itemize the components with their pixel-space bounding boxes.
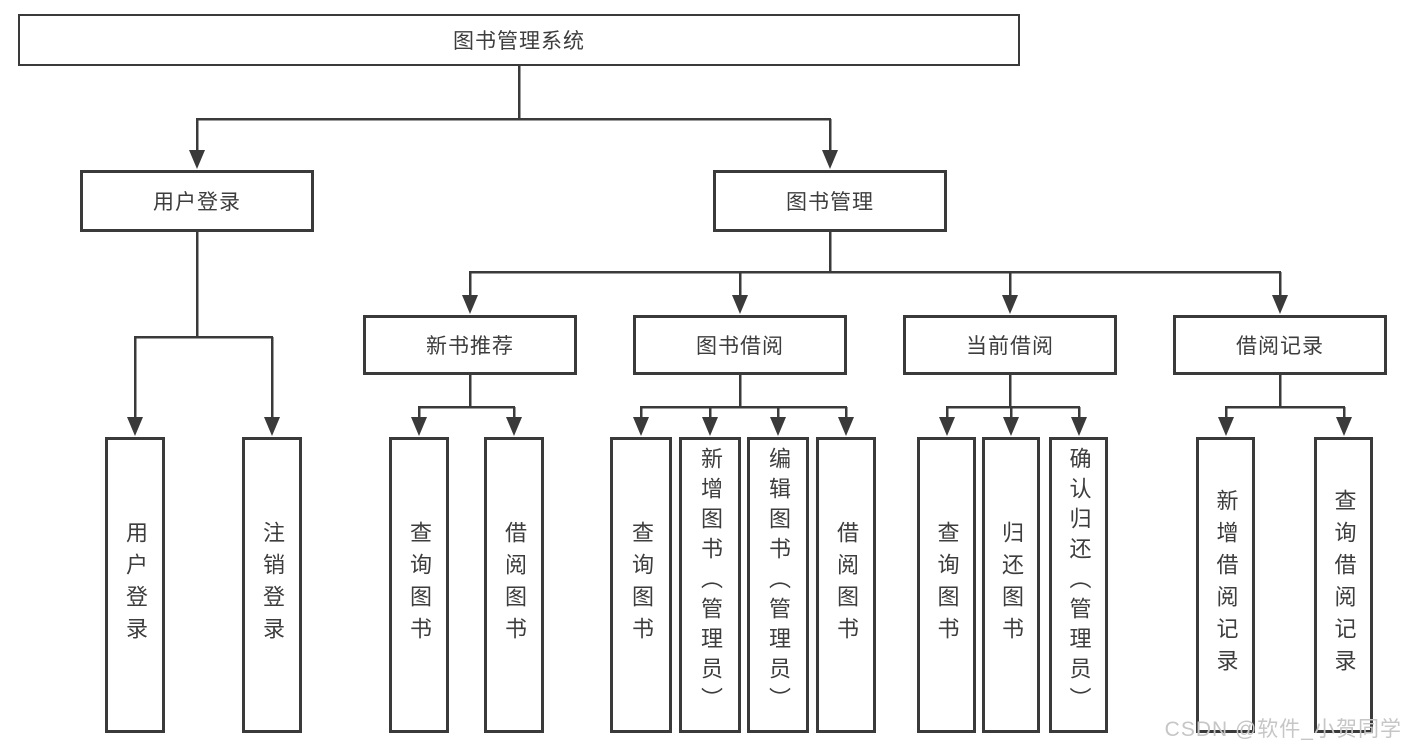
node-label: 查询图书 <box>629 521 654 649</box>
node-borrow-records: 借阅记录 <box>1173 315 1387 375</box>
node-book-management: 图书管理 <box>713 170 947 232</box>
node-current-borrow: 当前借阅 <box>903 315 1117 375</box>
node-label: 借阅记录 <box>1236 335 1324 358</box>
node-book-borrow: 图书借阅 <box>633 315 847 375</box>
leaf-add-books-admin: 新增图书（管理员） <box>679 437 741 733</box>
node-label: 用户登录 <box>123 521 148 649</box>
node-label: 注销登录 <box>260 521 285 649</box>
leaf-edit-books-admin: 编辑图书（管理员） <box>747 437 809 733</box>
node-library-system: 图书管理系统 <box>18 14 1020 66</box>
node-label: 新增借阅记录 <box>1213 489 1239 681</box>
node-label: 当前借阅 <box>966 335 1054 358</box>
node-label: 用户登录 <box>153 191 241 214</box>
leaf-query-books-recommend: 查询图书 <box>389 437 449 733</box>
csdn-watermark: CSDN @软件_小贺同学 <box>1164 718 1402 741</box>
arrowheads <box>127 150 1352 436</box>
node-label: 图书管理 <box>786 191 874 214</box>
leaf-logout: 注销登录 <box>242 437 302 733</box>
node-label: 借阅图书 <box>834 521 859 649</box>
leaf-confirm-return-admin: 确认归还（管理员） <box>1049 437 1108 733</box>
node-label: 查询图书 <box>934 521 960 649</box>
leaf-query-borrow-record: 查询借阅记录 <box>1314 437 1373 733</box>
node-label: 借阅图书 <box>502 521 527 649</box>
node-label: 编辑图书（管理员） <box>766 447 791 717</box>
node-label: 确认归还（管理员） <box>1066 447 1092 717</box>
node-user-login: 用户登录 <box>80 170 314 232</box>
node-label: 查询图书 <box>407 521 432 649</box>
leaf-query-books-borrow: 查询图书 <box>610 437 672 733</box>
leaf-query-books-current: 查询图书 <box>917 437 976 733</box>
node-label: 新书推荐 <box>426 335 514 358</box>
leaf-borrow-books: 借阅图书 <box>816 437 876 733</box>
node-label: 归还图书 <box>999 521 1024 649</box>
node-label: 新增图书（管理员） <box>698 447 723 717</box>
leaf-add-borrow-record: 新增借阅记录 <box>1196 437 1255 733</box>
node-label: 图书管理系统 <box>453 30 585 53</box>
leaf-return-books: 归还图书 <box>982 437 1040 733</box>
node-label: 查询借阅记录 <box>1331 489 1357 681</box>
leaf-borrow-books-recommend: 借阅图书 <box>484 437 544 733</box>
leaf-user-login: 用户登录 <box>105 437 165 733</box>
node-new-book-recommend: 新书推荐 <box>363 315 577 375</box>
node-label: 图书借阅 <box>696 335 784 358</box>
